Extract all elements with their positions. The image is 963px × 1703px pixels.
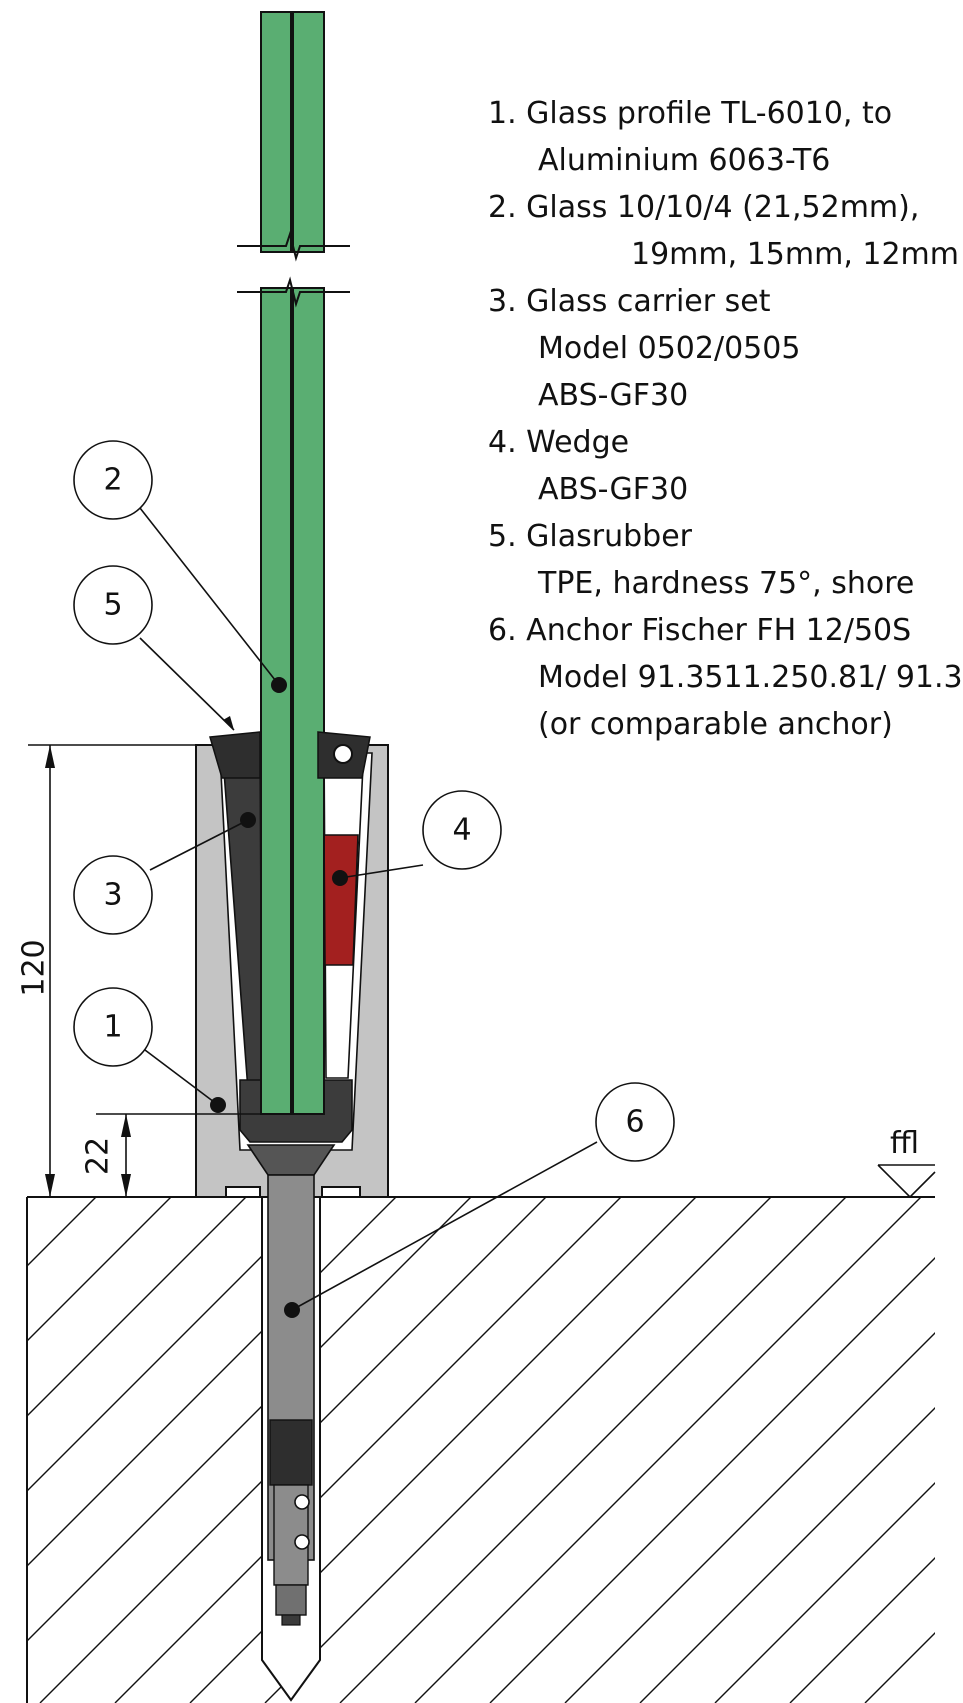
legend-line: ABS-GF30: [538, 378, 689, 413]
dimension-arrows: [45, 745, 131, 1197]
hatch-line: [27, 1197, 472, 1642]
anchor: [246, 1144, 336, 1626]
callout-2: [73, 440, 153, 520]
hatch-line: [864, 1632, 935, 1703]
legend-line: Wedge: [526, 425, 630, 460]
callout-5: [73, 565, 153, 645]
wedge: [323, 834, 359, 966]
callout-6: [595, 1082, 675, 1162]
legend-item-5: 5. Glasrubber: [488, 513, 692, 560]
legend-line: 19mm, 15mm, 12mm: [631, 237, 960, 272]
technical-drawing: 2 5 3 1 4 6 120 22 ffl: [17, 11, 936, 1703]
legend-item-6: 6. Anchor Fischer FH 12/50S: [488, 607, 911, 654]
legend-number: 1.: [488, 96, 517, 131]
hatch-line: [564, 1332, 935, 1703]
leader-lines: [139, 507, 598, 1311]
hatch-line: [27, 1197, 97, 1267]
concrete-floor: [0, 1196, 963, 1703]
hatch-line: [27, 1197, 322, 1492]
callout-label-4: 4: [452, 813, 471, 848]
hatch-line: [0, 1197, 21, 1703]
legend-item-2: 2. Glass 10/10/4 (21,52mm),: [488, 184, 919, 231]
hatch-line: [264, 1197, 772, 1703]
hatch-line: [639, 1407, 935, 1703]
legend-line: Aluminium 6063-T6: [538, 143, 831, 178]
callout-4: [422, 790, 502, 870]
legend-line: Anchor Fischer FH 12/50S: [526, 613, 912, 648]
legend-number: 5.: [488, 519, 517, 554]
dimension-22: 22: [81, 1137, 116, 1175]
callout-label-6: 6: [625, 1105, 644, 1140]
callout-1: [73, 987, 153, 1067]
legend-item-1: 1. Glass profile TL-6010, to: [488, 90, 892, 137]
legend-line: (or comparable anchor): [538, 707, 893, 742]
legend-line: Model 0502/0505: [538, 331, 801, 366]
legend-number: 3.: [488, 284, 517, 319]
hatch-line: [714, 1482, 935, 1703]
legend-number: 4.: [488, 425, 517, 460]
floor-level-marker: ffl: [877, 1126, 936, 1199]
legend-line: Model 91.3511.250.81/ 91.3: [538, 660, 963, 695]
break-line-top: [237, 230, 350, 262]
dimension-120: 120: [17, 939, 52, 996]
leader-dots: [210, 677, 348, 1318]
callout-label-5: 5: [103, 588, 122, 623]
legend-line: Glass profile TL-6010, to: [526, 96, 893, 131]
legend-line: Glasrubber: [526, 519, 692, 554]
legend-item-3: 3. Glass carrier set: [488, 278, 770, 325]
legend-line: ABS-GF30: [538, 472, 689, 507]
floor-level-label: ffl: [890, 1126, 919, 1161]
legend-line: Glass 10/10/4 (21,52mm),: [526, 190, 920, 225]
dimension-lines: [28, 744, 262, 1197]
hatch-line: [114, 1197, 622, 1703]
hatch-line: [940, 1197, 963, 1703]
break-line-bottom: [237, 276, 350, 308]
hatch-line: [789, 1557, 935, 1703]
legend-line: TPE, hardness 75°, shore: [538, 566, 915, 601]
bolt-hole: [333, 744, 353, 764]
callout-label-1: 1: [103, 1010, 122, 1045]
hatch-line: [27, 1197, 397, 1567]
legend-number: 2.: [488, 190, 517, 225]
hatch-line: [414, 1197, 922, 1703]
callout-label-2: 2: [103, 463, 122, 498]
callout-label-3: 3: [103, 878, 122, 913]
glass-rubber-left: [209, 731, 261, 779]
hatch-line: [339, 1197, 847, 1703]
legend-line: Glass carrier set: [526, 284, 771, 319]
callout-3: [73, 855, 153, 935]
legend-number: 6.: [488, 613, 517, 648]
hatch-line: [489, 1257, 935, 1703]
hatch-line: [27, 1197, 172, 1342]
legend-item-4: 4. Wedge: [488, 419, 629, 466]
hatch-line: [27, 1197, 247, 1417]
